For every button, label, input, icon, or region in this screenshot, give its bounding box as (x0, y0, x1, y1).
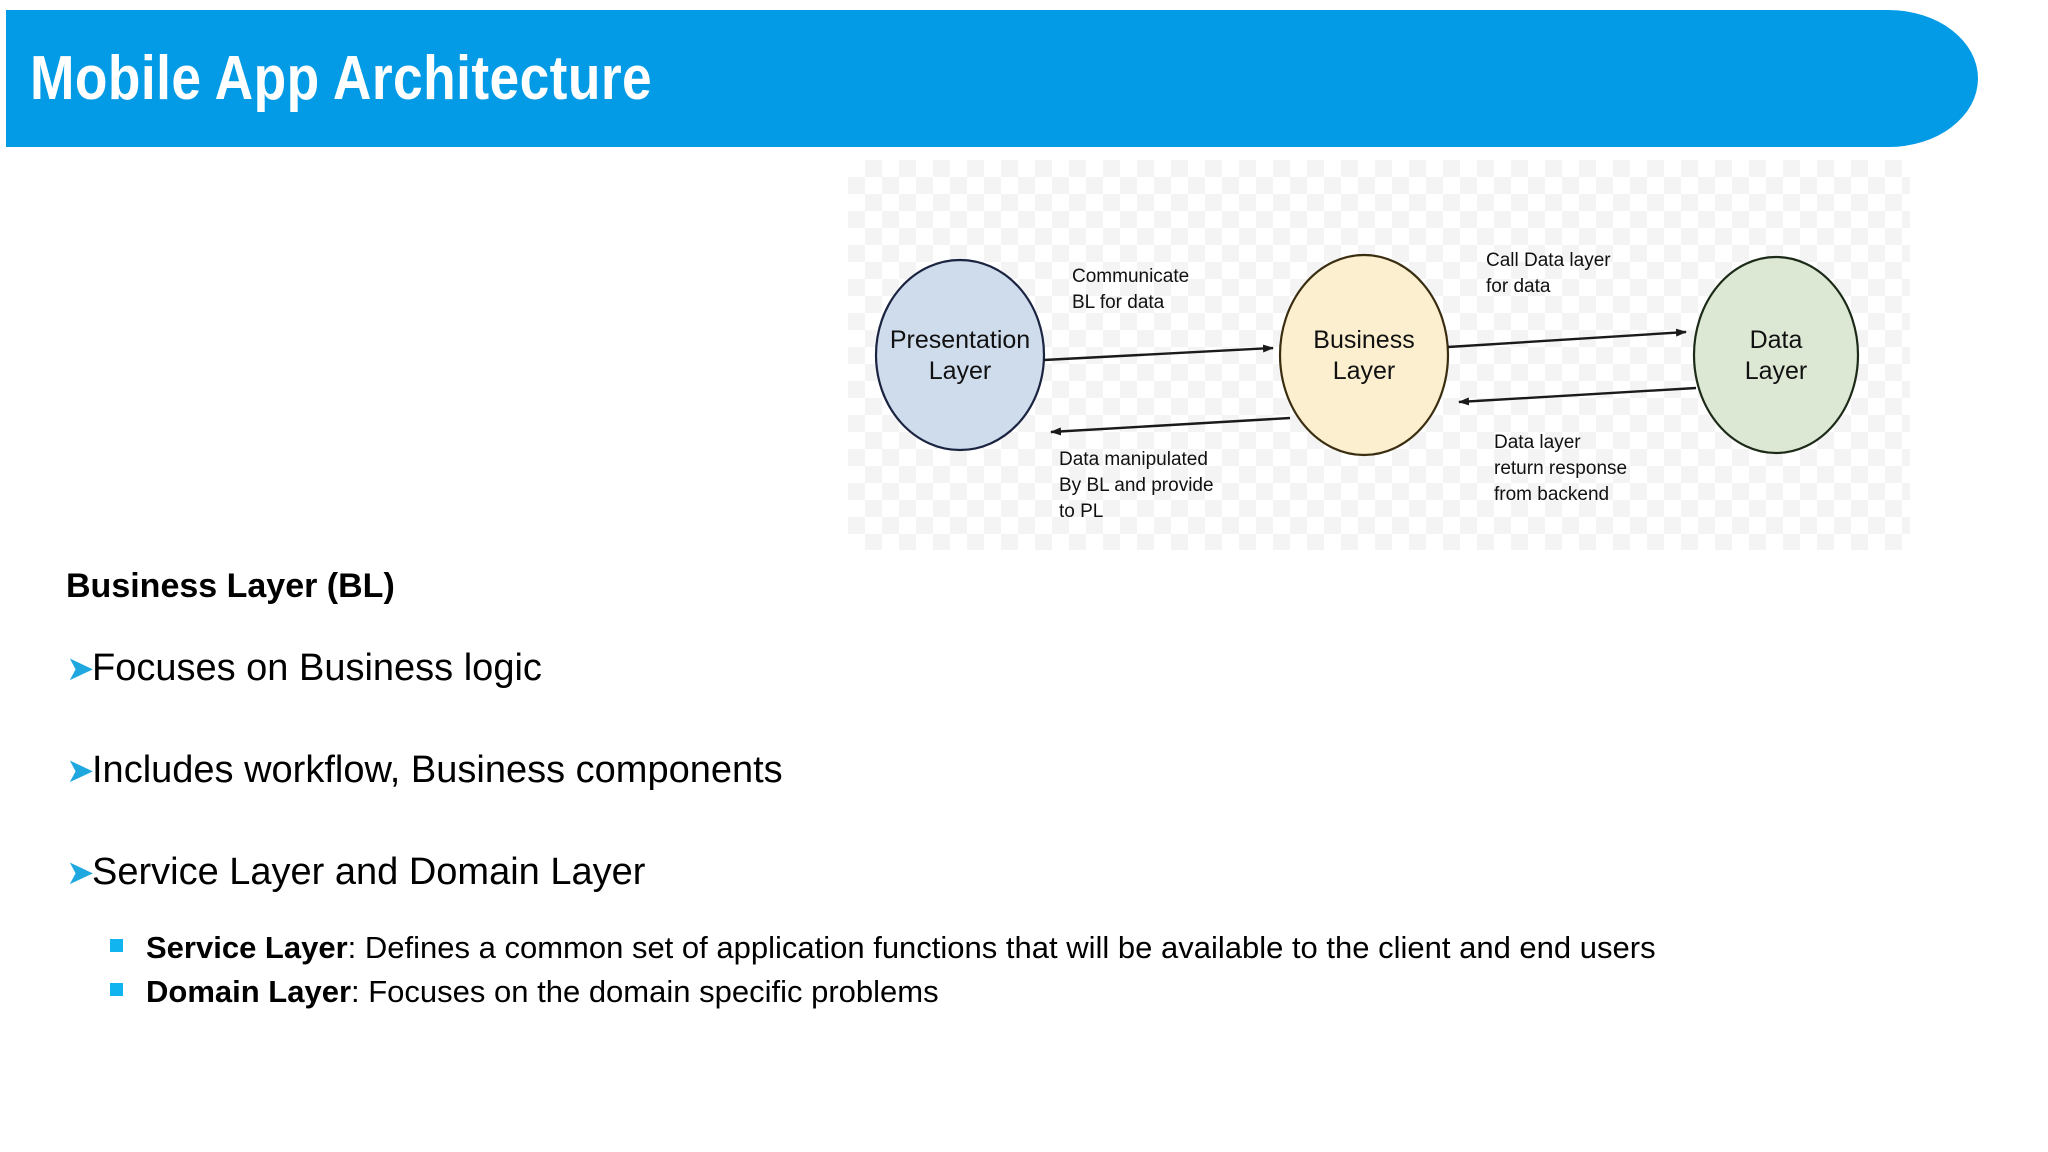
edge-pl-bl-label-2: BL for data (1072, 292, 1165, 313)
banner-shape (6, 10, 1978, 147)
square-bullet-icon (110, 939, 123, 952)
node-business-label-1: Business (1313, 326, 1414, 354)
node-business-layer: Business Layer (1278, 253, 1450, 457)
node-presentation-label-1: Presentation (890, 326, 1030, 354)
architecture-diagram-svg: Presentation Layer Business Layer Data L… (874, 250, 1860, 522)
subbullet-item-service-layer: Service Layer: Defines a common set of a… (110, 930, 1656, 966)
edge-bl-dl-label-2: for data (1486, 276, 1551, 297)
subbullet-label: Domain Layer: Focuses on the domain spec… (146, 974, 939, 1010)
edge-bl-dl-label-1: Call Data layer (1486, 250, 1611, 271)
section-heading: Business Layer (BL) (66, 567, 395, 605)
node-business-label-2: Layer (1333, 357, 1396, 385)
bullet-item-includes-workflow: ➤ Includes workflow, Business components (66, 749, 783, 792)
bullet-label: Focuses on Business logic (92, 647, 542, 689)
subbullet-description: : Focuses on the domain specific problem… (351, 974, 939, 1009)
subbullet-item-domain-layer: Domain Layer: Focuses on the domain spec… (110, 974, 939, 1010)
arrow-bullet-icon: ➤ (66, 650, 95, 688)
node-presentation-layer: Presentation Layer (874, 258, 1046, 452)
edge-bl-pl-label-2: By BL and provide (1059, 475, 1214, 496)
node-data-layer: Data Layer (1692, 255, 1860, 455)
bullet-label: Includes workflow, Business components (92, 749, 783, 791)
page-title: Mobile App Architecture (30, 43, 653, 113)
edge-business-to-data: Call Data layer for data (1447, 250, 1687, 349)
edge-dl-bl-label-3: from backend (1494, 484, 1609, 505)
arrow-bullet-icon: ➤ (66, 854, 95, 892)
arrow-bullet-icon: ➤ (66, 752, 95, 790)
architecture-diagram: Presentation Layer Business Layer Data L… (848, 160, 1910, 550)
edge-business-to-presentation: Data manipulated By BL and provide to PL (1050, 416, 1291, 522)
edge-bl-pl-label-1: Data manipulated (1059, 449, 1208, 470)
subbullet-label: Service Layer: Defines a common set of a… (146, 930, 1656, 966)
edge-bl-pl-label-3: to PL (1059, 501, 1103, 522)
edge-data-to-business: Data layer return response from backend (1458, 386, 1697, 505)
edge-pl-bl-label-1: Communicate (1072, 266, 1189, 287)
edge-dl-bl-label-2: return response (1494, 458, 1627, 479)
node-presentation-label-2: Layer (929, 357, 992, 385)
bullet-item-service-and-domain-layer: ➤ Service Layer and Domain Layer (66, 851, 646, 894)
square-bullet-icon (110, 983, 123, 996)
node-data-label-2: Layer (1745, 357, 1808, 385)
edge-presentation-to-business: Communicate BL for data (1043, 266, 1274, 362)
slide-title-banner: Mobile App Architecture (6, 10, 1978, 147)
bullet-item-focuses-on-business-logic: ➤ Focuses on Business logic (66, 647, 542, 690)
subbullet-term: Domain Layer (146, 974, 352, 1009)
edge-dl-bl-label-1: Data layer (1494, 432, 1581, 453)
bullet-label: Service Layer and Domain Layer (92, 851, 646, 893)
subbullet-term: Service Layer (146, 930, 348, 965)
node-data-label-1: Data (1750, 326, 1803, 354)
subbullet-description: : Defines a common set of application fu… (347, 930, 1656, 965)
